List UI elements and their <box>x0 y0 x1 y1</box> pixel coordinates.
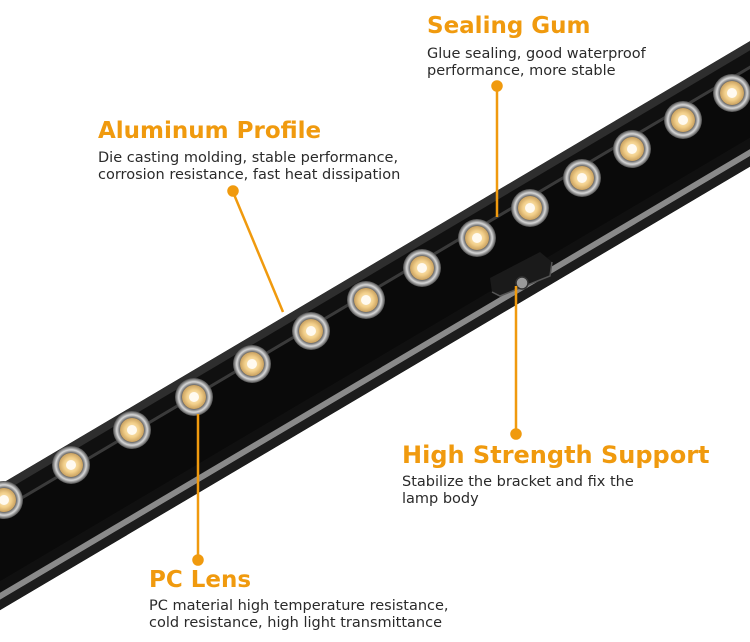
desc-line: Stabilize the bracket and fix the <box>402 474 634 490</box>
callout-description: Glue sealing, good waterproof performanc… <box>427 46 687 80</box>
callout-title: PC Lens <box>149 567 252 593</box>
aluminum-profile-leader <box>231 191 285 313</box>
callout-description: PC material high temperature resistance,… <box>149 598 489 632</box>
pc-lens-row <box>0 74 750 519</box>
callout-title: High Strength Support <box>402 441 710 469</box>
callout-aluminum-profile: Aluminum Profile Die casting molding, st… <box>98 117 428 184</box>
aluminum-profile-dot <box>227 185 239 197</box>
sealing-gum-dot <box>491 80 503 92</box>
callout-description: Stabilize the bracket and fix the lamp b… <box>402 474 662 508</box>
desc-line: corrosion resistance, fast heat dissipat… <box>98 167 401 183</box>
callout-pc-lens: PC Lens PC material high temperature res… <box>149 566 489 632</box>
support-bracket <box>490 252 553 297</box>
callout-title: Sealing Gum <box>427 13 591 39</box>
desc-line: Glue sealing, good waterproof <box>427 46 646 62</box>
callout-description: Die casting molding, stable performance,… <box>98 150 428 184</box>
desc-line: PC material high temperature resistance, <box>149 598 449 614</box>
desc-line: cold resistance, high light transmittanc… <box>149 615 442 631</box>
desc-line: lamp body <box>402 491 479 507</box>
callout-title: Aluminum Profile <box>98 118 322 144</box>
desc-line: performance, more stable <box>427 63 616 79</box>
pc-lens-dot <box>192 554 204 566</box>
desc-line: Die casting molding, stable performance, <box>98 150 399 166</box>
callout-sealing-gum: Sealing Gum Glue sealing, good waterproo… <box>427 12 687 80</box>
callout-high-strength-support: High Strength Support Stabilize the brac… <box>402 440 710 508</box>
support-dot <box>510 428 522 440</box>
leader-lines <box>192 80 522 566</box>
